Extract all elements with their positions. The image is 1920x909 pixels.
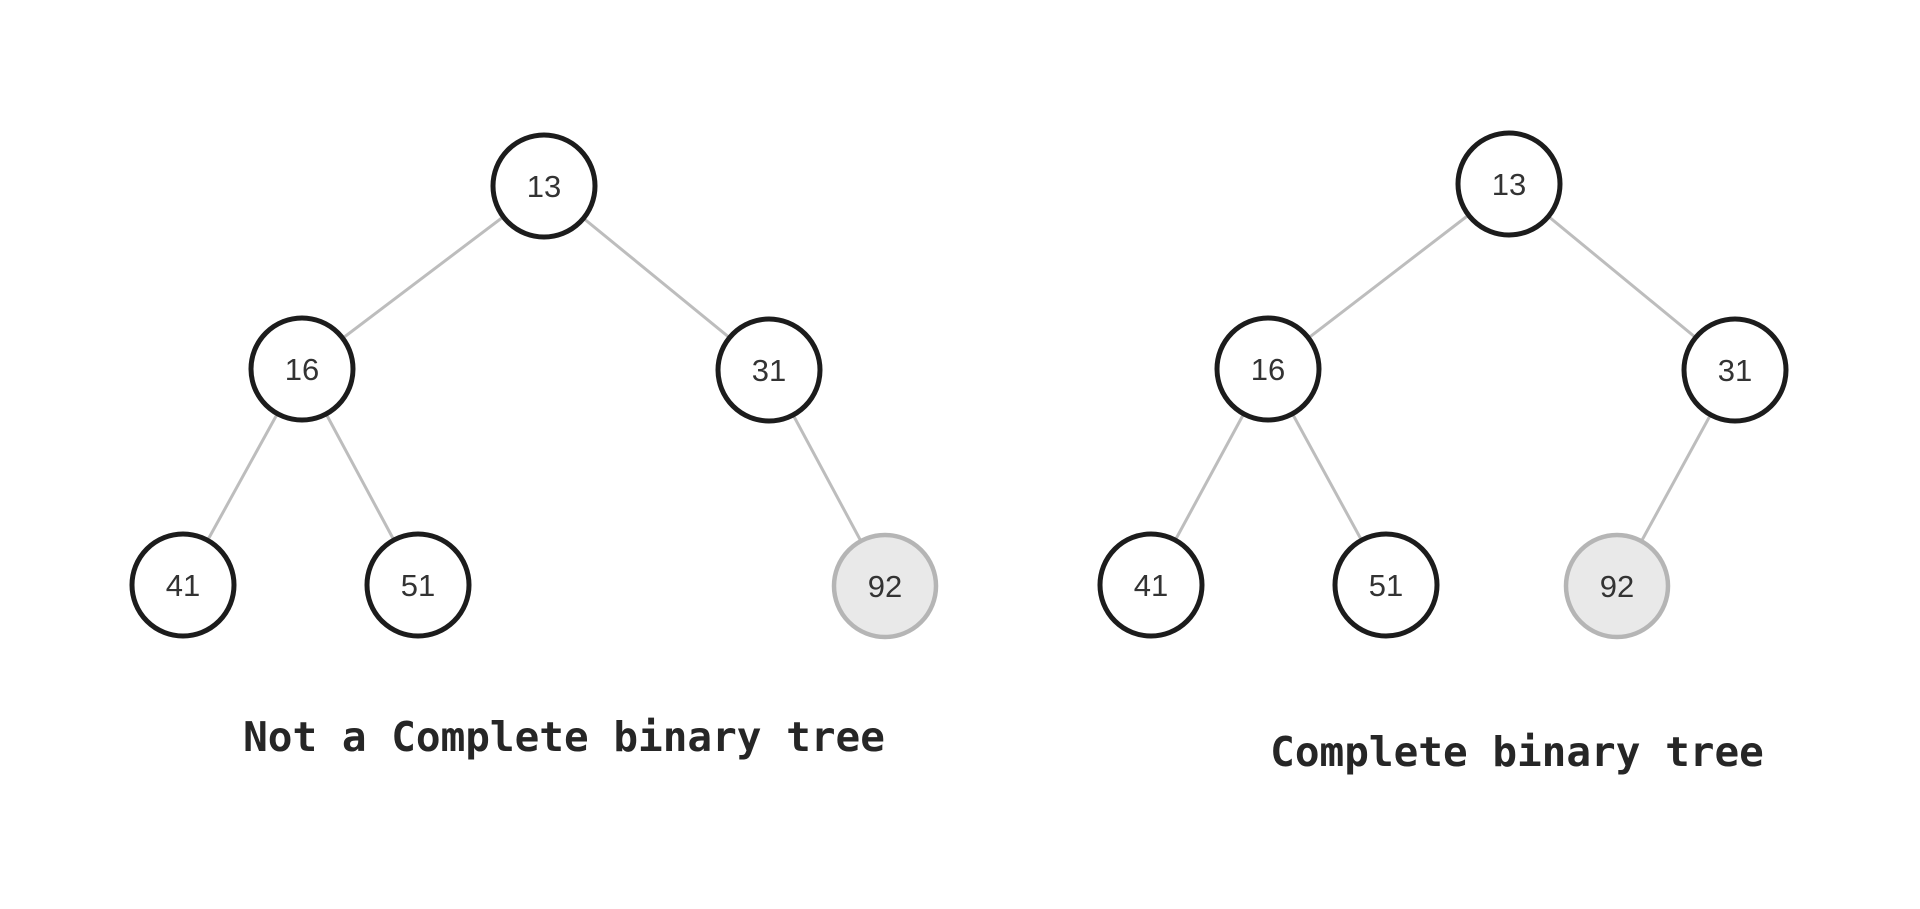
tree-node-circle-31: [1681, 316, 1789, 424]
tree-node-label-16: 16: [285, 352, 319, 387]
tree-node-label-13: 13: [527, 169, 561, 204]
tree-node-circle-31: [715, 316, 823, 424]
tree-node-label-13: 13: [1492, 167, 1526, 202]
tree-node-circle-51: [364, 531, 472, 639]
tree-node-circle-16: [248, 315, 356, 423]
tree-node-label-92: 92: [868, 569, 902, 604]
caption-complete: Complete binary tree: [1270, 728, 1764, 776]
tree-node-label-92: 92: [1600, 569, 1634, 604]
tree-node-circle-16: [1214, 315, 1322, 423]
tree-node-label-41: 41: [1134, 568, 1168, 603]
tree-group-complete: 13 16 31 41 51 92: [1097, 130, 1789, 640]
caption-not-complete: Not a Complete binary tree: [243, 713, 885, 761]
tree-group-not-complete: 13 16 31 41 51 92: [129, 132, 939, 640]
tree-node-label-51: 51: [1369, 568, 1403, 603]
tree-node-label-41: 41: [166, 568, 200, 603]
tree-node-label-31: 31: [1718, 353, 1752, 388]
tree-node-circle-41: [129, 531, 237, 639]
tree-node-circle-13: [490, 132, 598, 240]
tree-node-circle-51: [1332, 531, 1440, 639]
tree-node-circle-92: [831, 532, 939, 640]
tree-node-circle-41: [1097, 531, 1205, 639]
tree-node-circle-13: [1455, 130, 1563, 238]
tree-node-circle-92: [1563, 532, 1671, 640]
tree-node-label-51: 51: [401, 568, 435, 603]
tree-node-label-31: 31: [752, 353, 786, 388]
tree-node-label-16: 16: [1251, 352, 1285, 387]
